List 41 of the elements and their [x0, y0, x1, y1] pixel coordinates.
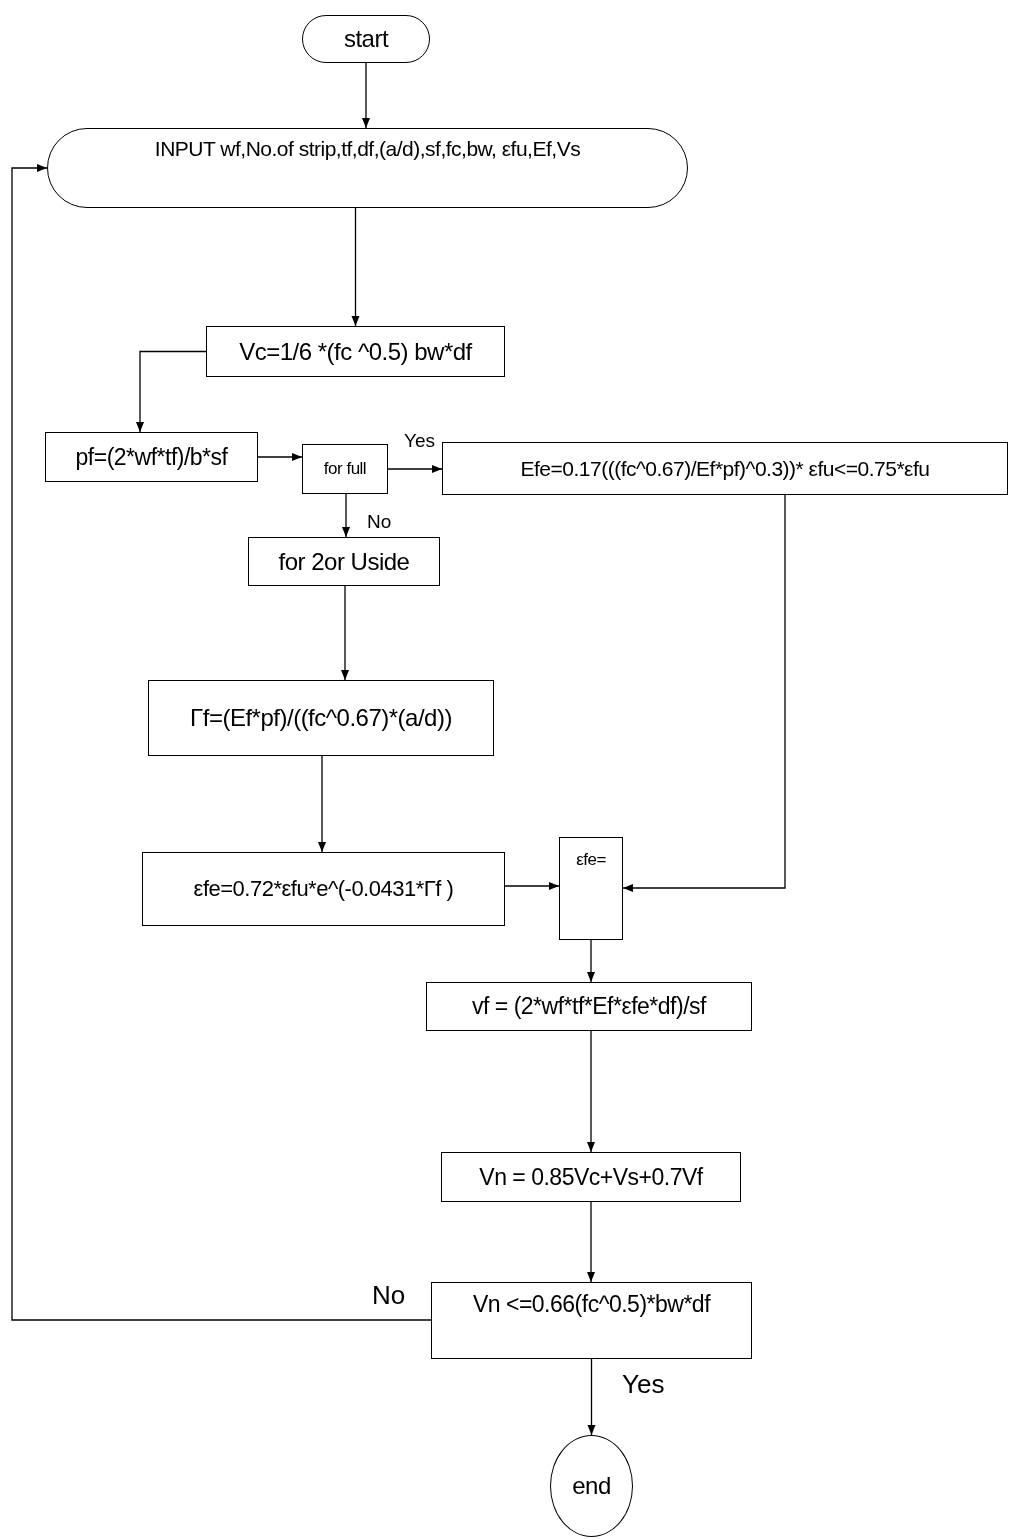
node-text: Γf=(Ef*pf)/((fc^0.67)*(a/d)): [190, 704, 452, 732]
node-text: Vn <=0.66(fc^0.5)*bw*df: [472, 1291, 711, 1318]
node-text: for full: [323, 459, 367, 479]
process-box: [45, 432, 258, 482]
arrow: [587, 1030, 595, 1153]
node-text: INPUT wf,No.of strip,tf,df,(a/d),sf,fc,bw, εfu,Ef,Vs: [154, 137, 581, 161]
arrow: [587, 939, 595, 983]
process-box: [206, 326, 505, 377]
arrow: [342, 493, 350, 538]
process-box: [441, 1152, 741, 1202]
arrow: [341, 585, 349, 681]
arrow: [587, 1201, 595, 1283]
node-text: vf = (2*wf*tf*Ef*εfe*df)/sf: [472, 993, 706, 1020]
node-text: Vc=1/6 *(fc ^0.5) bw*df: [239, 337, 472, 366]
process-box: [248, 537, 440, 586]
arrow: [257, 453, 303, 461]
process-box: [148, 680, 494, 756]
process-box: [431, 1282, 752, 1359]
node-text: Vn = 0.85Vc+Vs+0.7Vf: [479, 1163, 703, 1191]
node-text: end: [572, 1472, 611, 1500]
arrow: [362, 62, 370, 129]
arrow: [504, 882, 560, 890]
terminal-box: [302, 15, 430, 63]
process-box: [426, 982, 752, 1031]
node-text: εfe=: [576, 850, 606, 870]
process-box: [442, 442, 1008, 495]
process-box: [142, 852, 505, 926]
node-text: εfe=0.72*εfu*e^(-0.0431*Γf ): [193, 876, 454, 902]
node-text: for 2or Uside: [278, 547, 410, 576]
arrow: [387, 465, 443, 473]
arrow: [136, 350, 207, 433]
process-box: [302, 444, 388, 494]
node-text: start: [343, 25, 389, 53]
arrow: [622, 494, 786, 892]
arrow: [318, 755, 326, 853]
arrow: [351, 207, 360, 327]
node-text: Efe=0.17(((fc^0.67)/Ef*pf)^0.3))* εfu<=0.75*εfu: [520, 456, 930, 481]
node-text: pf=(2*wf*tf)/b*sf: [75, 443, 228, 471]
arrow: [587, 1358, 596, 1436]
arrow: [11, 164, 432, 1321]
process-box: [559, 837, 623, 940]
